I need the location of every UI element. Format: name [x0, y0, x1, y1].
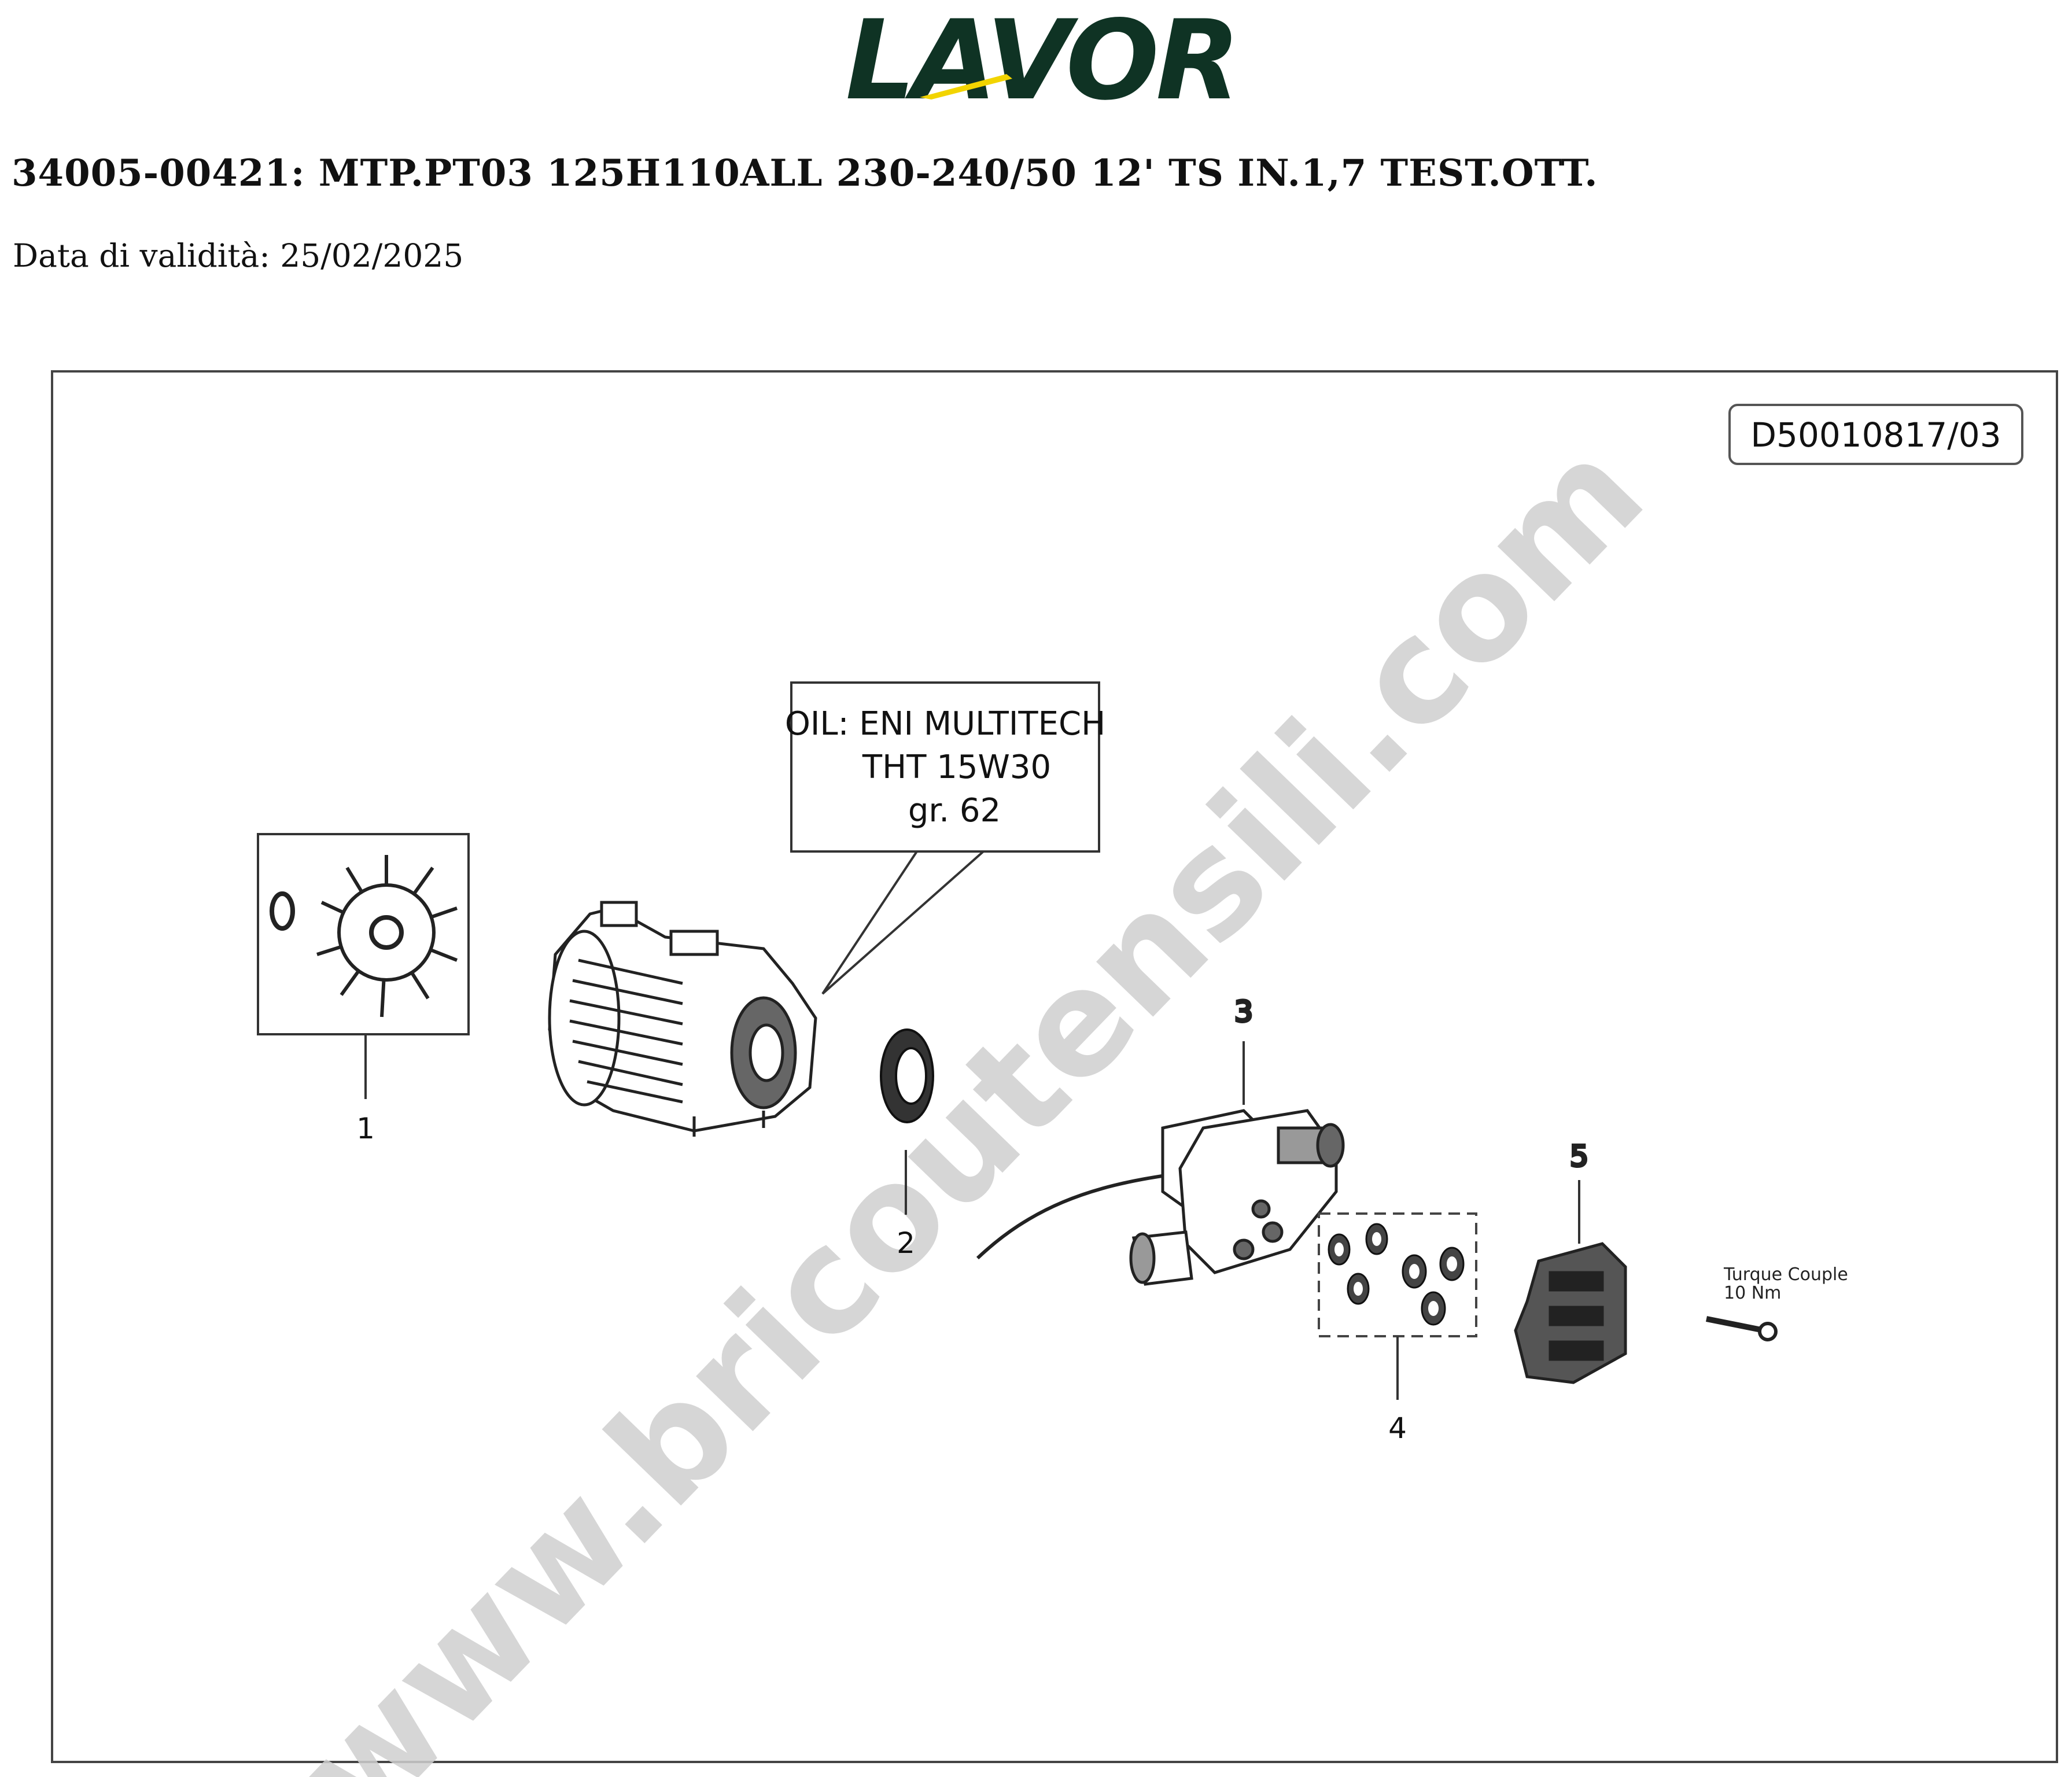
- watermark-text: www.bricoutensili.com: [266, 408, 1675, 1777]
- part-label-2: 2: [897, 1226, 915, 1260]
- screw-with-torque-note: Turque Couple 10 Nm: [1706, 1264, 1848, 1341]
- part-label-5: 5: [1570, 1140, 1588, 1173]
- oil-note-callout: OIL: ENI MULTITECH THT 15W30 gr. 62: [785, 681, 1105, 995]
- oil-note-line-3: gr. 62: [908, 792, 1001, 829]
- drawing-code: D50010817/03: [1750, 415, 2001, 455]
- part-2-seal: 2: [880, 1028, 934, 1260]
- part-5-valve-head: 5: [1514, 1138, 1627, 1384]
- logo-swoosh: [920, 74, 1012, 99]
- lavor-logo: LAVOR: [846, 6, 1241, 116]
- part-label-1: 1: [356, 1112, 375, 1145]
- oil-note-line-2: THT 15W30: [862, 749, 1051, 786]
- torque-note-line-1: Turque Couple: [1723, 1264, 1848, 1285]
- part-3-pump-head: 3: [976, 994, 1345, 1286]
- drawing-frame: [51, 370, 2058, 1763]
- oil-note-line-1: OIL: ENI MULTITECH: [785, 705, 1105, 743]
- part-label-3: 3: [1234, 995, 1253, 1028]
- part-label-4: 4: [1388, 1411, 1407, 1445]
- part-1-fan: 1: [257, 833, 470, 1145]
- validity-date: Data di validità: 25/02/2025: [13, 237, 464, 274]
- torque-note-line-2: 10 Nm: [1724, 1283, 1781, 1303]
- logo-wordmark: LAVOR: [846, 6, 1237, 116]
- document-title: 34005-00421: MTP.PT03 125H110ALL 230-240…: [12, 152, 1598, 195]
- motor-housing: [548, 901, 817, 1137]
- part-4-seal-kit: 4: [1318, 1212, 1477, 1445]
- drawing-code-box: D50010817/03: [1728, 404, 2023, 465]
